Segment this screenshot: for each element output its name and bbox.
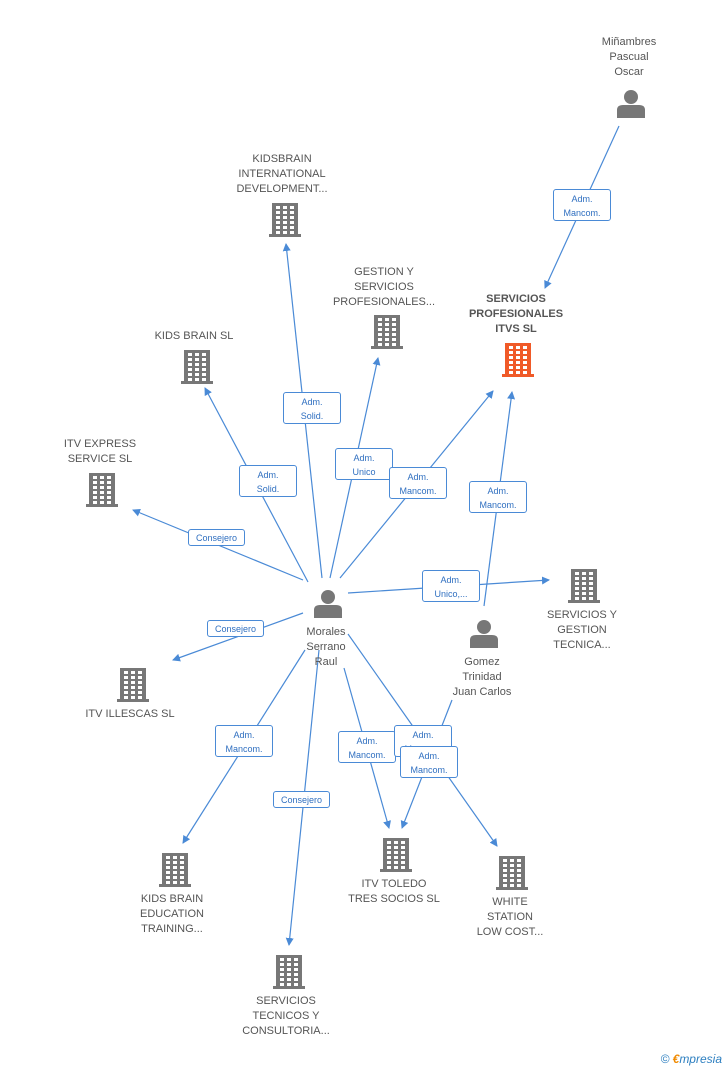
building-icon[interactable]	[159, 853, 191, 887]
node-label-minambres[interactable]: Miñambres Pascual Oscar	[601, 36, 657, 78]
node-label-kidsbrain-intl[interactable]: KIDSBRAIN INTERNATIONAL DEVELOPMENT...	[236, 153, 328, 195]
person-icon[interactable]	[314, 590, 342, 618]
node-label-morales[interactable]: Morales Serrano Raul	[306, 626, 346, 668]
edge-label[interactable]: Consejero	[207, 620, 265, 637]
node-label-servicios-gestion[interactable]: SERVICIOS Y GESTION TECNICA...	[547, 609, 617, 651]
building-icon[interactable]	[502, 343, 534, 377]
edge-label[interactable]: Adm.Mancom.	[400, 746, 458, 778]
edge-label[interactable]: Adm.Solid.	[239, 465, 297, 497]
node-label-kids-brain-edu[interactable]: KIDS BRAIN EDUCATION TRAINING...	[140, 893, 204, 935]
edge-label[interactable]: Adm.Unico,...	[422, 570, 480, 602]
edge-label[interactable]: Adm.Unico	[335, 448, 393, 480]
edge-label[interactable]: Adm.Mancom.	[215, 725, 273, 757]
edge-label[interactable]: Adm.Mancom.	[469, 481, 527, 513]
building-icon[interactable]	[380, 838, 412, 872]
building-icon[interactable]	[117, 668, 149, 702]
brand-name: mpresia	[679, 1052, 722, 1066]
edge-label[interactable]: Consejero	[273, 791, 331, 808]
edge-label[interactable]: Consejero	[188, 529, 246, 546]
footer-brand[interactable]: ©€mpresia	[661, 1052, 722, 1066]
edge-label[interactable]: Adm.Mancom.	[389, 467, 447, 499]
building-icon[interactable]	[181, 350, 213, 384]
building-icon[interactable]	[568, 569, 600, 603]
node-label-itv-illescas[interactable]: ITV ILLESCAS SL	[85, 708, 175, 720]
person-icon[interactable]	[470, 620, 498, 648]
node-label-gomez[interactable]: Gomez Trinidad Juan Carlos	[452, 656, 512, 698]
node-label-itv-toledo[interactable]: ITV TOLEDO TRES SOCIOS SL	[348, 878, 440, 905]
node-label-kids-brain-sl[interactable]: KIDS BRAIN SL	[154, 330, 234, 342]
node-label-gestion-servicios[interactable]: GESTION Y SERVICIOS PROFESIONALES...	[332, 266, 436, 308]
brand-initial: €	[672, 1052, 680, 1066]
edge-label[interactable]: Adm.Mancom.	[338, 731, 396, 763]
edge-label[interactable]: Adm.Solid.	[283, 392, 341, 424]
building-icon[interactable]	[496, 856, 528, 890]
node-label-servicios-itvs[interactable]: SERVICIOS PROFESIONALES ITVS SL	[468, 293, 564, 335]
node-label-servicios-tecnicos[interactable]: SERVICIOS TECNICOS Y CONSULTORIA...	[242, 995, 330, 1037]
building-icon[interactable]	[273, 955, 305, 989]
building-icon[interactable]	[86, 473, 118, 507]
node-label-white-station[interactable]: WHITE STATION LOW COST...	[476, 896, 544, 938]
copyright-symbol: ©	[660, 1052, 670, 1066]
person-icon[interactable]	[617, 90, 645, 118]
node-label-itv-express[interactable]: ITV EXPRESS SERVICE SL	[63, 438, 137, 465]
building-icon[interactable]	[269, 203, 301, 237]
edge-label[interactable]: Adm.Mancom.	[553, 189, 611, 221]
building-icon[interactable]	[371, 315, 403, 349]
